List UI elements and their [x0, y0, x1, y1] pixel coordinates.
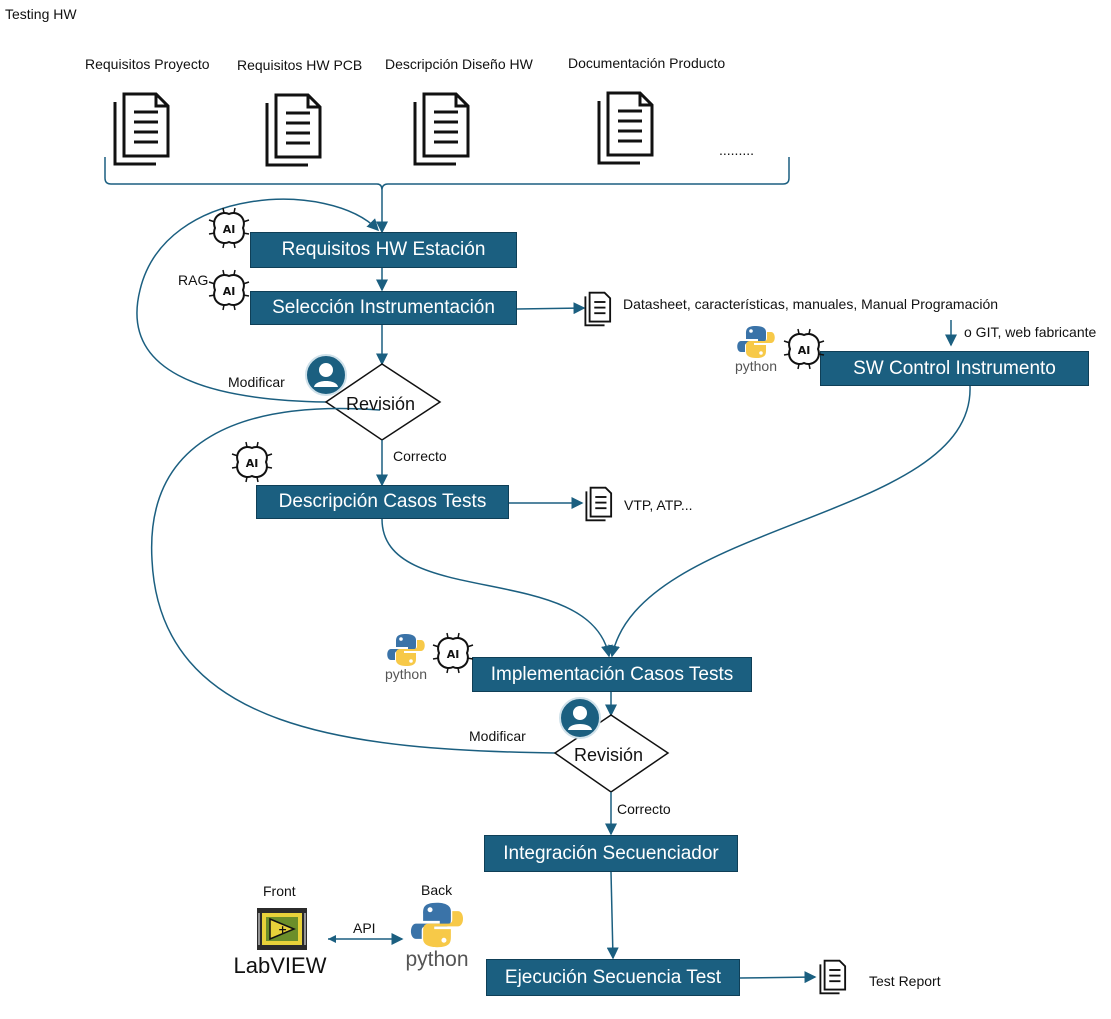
label-git: o GIT, web fabricante [964, 324, 1097, 340]
ai-brain-icon: AI [205, 206, 253, 250]
ai-brain-icon: AI [228, 440, 276, 484]
document-icon [113, 92, 170, 166]
user-icon [559, 697, 601, 739]
document-icon [597, 91, 654, 165]
box-sw-control-instrumento: SW Control Instrumento [820, 351, 1089, 386]
doc-label-documentacion-producto: Documentación Producto [568, 55, 726, 71]
label-rag: RAG [178, 272, 209, 288]
document-icon [584, 291, 612, 327]
label-revision-1: Revisión [346, 394, 416, 414]
box-implementacion-casos-tests: Implementación Casos Tests [472, 657, 752, 692]
label-back: Back [421, 882, 453, 898]
label-datasheet: Datasheet, características, manuales, Ma… [623, 296, 999, 312]
box-descripcion-casos-tests: Descripción Casos Tests [256, 485, 509, 519]
labview-logo-icon: + LabVIEW [232, 905, 328, 979]
document-icon [585, 486, 613, 522]
ai-text: AI [223, 223, 236, 236]
ai-text: AI [447, 648, 460, 661]
loop-modificar-2 [150, 407, 556, 754]
svg-text:+: + [278, 923, 287, 936]
python-logo-icon: python [382, 632, 430, 684]
label-revision-2: Revisión [574, 745, 644, 765]
document-icon [413, 92, 470, 166]
label-front: Front [263, 883, 296, 899]
user-icon [305, 354, 347, 396]
label-test-report: Test Report [869, 973, 941, 989]
label-api: API [353, 920, 376, 936]
ai-brain-icon: AI [429, 631, 477, 675]
label-modificar-1: Modificar [228, 374, 285, 390]
box-ejecucion-secuencia-test: Ejecución Secuencia Test [486, 959, 740, 996]
box-integracion-secuenciador: Integración Secuenciador [484, 835, 738, 872]
page-title: Testing HW [5, 6, 77, 22]
label-correcto-2: Correcto [617, 801, 671, 817]
loop-modificar-1 [136, 198, 380, 403]
box-seleccion-instrumentacion: Selección Instrumentación [250, 291, 517, 325]
python-text: python [405, 948, 469, 971]
doc-label-descripcion-diseno: Descripción Diseño HW [385, 56, 533, 72]
ai-brain-icon: AI [205, 268, 253, 312]
docs-more: ......... [719, 142, 755, 158]
ai-brain-icon: AI [780, 327, 828, 371]
ai-text: AI [223, 285, 236, 298]
python-text: python [384, 666, 428, 682]
ai-text: AI [798, 344, 811, 357]
doc-label-requisitos-hw-pcb: Requisitos HW PCB [237, 57, 363, 73]
python-text: python [734, 358, 778, 374]
python-logo-icon: python [402, 900, 472, 976]
labview-text: LabVIEW [233, 953, 327, 978]
label-modificar-2: Modificar [469, 728, 526, 744]
ai-text: AI [246, 457, 259, 470]
document-icon [265, 93, 322, 167]
doc-label-requisitos-proyecto: Requisitos Proyecto [85, 56, 210, 72]
label-vtp-atp: VTP, ATP... [624, 497, 693, 513]
box-requisitos-hw-estacion: Requisitos HW Estación [250, 232, 517, 268]
label-correcto-1: Correcto [393, 448, 447, 464]
document-icon [819, 959, 847, 995]
python-logo-icon: python [732, 324, 780, 376]
